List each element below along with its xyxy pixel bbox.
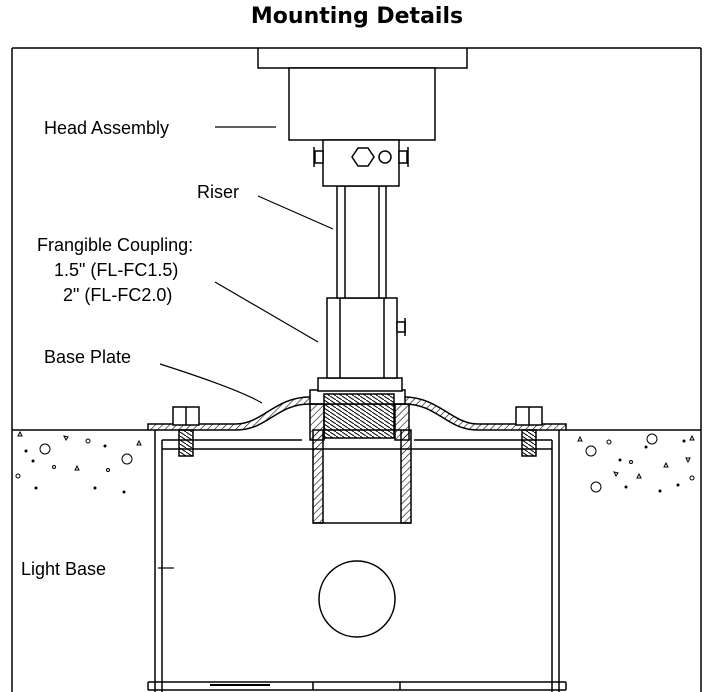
light-base-label: Light Base: [21, 559, 106, 579]
head-assembly: [257, 47, 468, 187]
concrete-aggregate-right: [577, 433, 695, 493]
leader-lines: [158, 126, 334, 569]
concrete-aggregate-left: [15, 430, 142, 494]
base-plate: [147, 396, 567, 431]
frangible-coupling-title-label: Frangible Coupling:: [37, 235, 193, 255]
anchor-bolt-right: [515, 406, 543, 457]
base-sleeve: [312, 429, 412, 524]
riser-label: Riser: [197, 182, 239, 202]
diagram-title: Mounting Details: [250, 4, 464, 29]
head-assembly-label: Head Assembly: [44, 118, 169, 138]
conduit-opening: [318, 560, 396, 638]
frangible-coupling: [326, 297, 406, 379]
coupling-1-5-label: 1.5" (FL-FC1.5): [54, 260, 178, 280]
riser-pipe: [336, 185, 387, 299]
coupling-2-0-label: 2" (FL-FC2.0): [63, 285, 172, 305]
light-base-can: [147, 430, 567, 692]
diagram-frame: [11, 47, 702, 692]
frangible-coupling-threads: [309, 377, 410, 441]
anchor-bolt-left: [172, 406, 200, 457]
base-plate-label: Base Plate: [44, 347, 131, 367]
